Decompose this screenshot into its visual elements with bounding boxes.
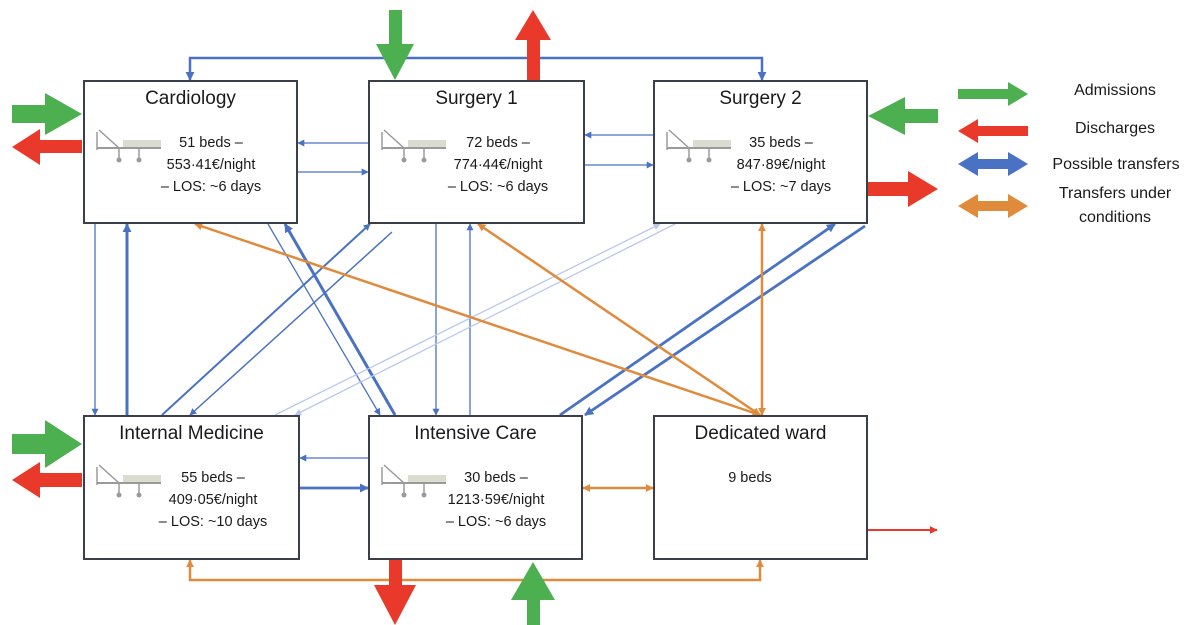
legend-discharges-label: Discharges — [1074, 120, 1156, 137]
legend-conditional-transfers-arrow — [958, 194, 1028, 218]
legend-conditional-transfers-label: Transfers under conditions — [1058, 185, 1172, 226]
legend-discharges-arrow — [958, 119, 1028, 143]
ward-cost: 1213·59€/night — [447, 492, 545, 508]
ward-cost: 774·44€/night — [453, 157, 543, 173]
ward-surgery-2: Surgery 2 35 beds – 847·89€/night – LOS:… — [653, 80, 868, 224]
ward-surgery-1: Surgery 1 72 beds – 774·44€/night – LOS:… — [368, 80, 585, 224]
admission-arrow-cardiology — [12, 93, 82, 135]
transfer-cardiology-to-icu — [267, 223, 381, 416]
ward-dedicated-info: 9 beds — [675, 467, 825, 489]
ward-cardiology-info: 51 beds – 553·41€/night – LOS: ~6 days — [136, 132, 286, 198]
ward-cost: 847·89€/night — [736, 157, 826, 173]
ward-los: – LOS: ~6 days — [160, 179, 262, 195]
conditional-transfer-internal-dedicated — [186, 559, 764, 582]
ward-cardiology-title: Cardiology — [145, 88, 236, 109]
discharge-arrow-cardiology — [12, 129, 82, 165]
discharge-arrow-surgery2 — [868, 171, 938, 207]
discharge-arrow-internal-medicine — [12, 462, 82, 498]
ward-intensive-care-info: 30 beds – 1213·59€/night – LOS: ~6 days — [421, 467, 571, 533]
ward-surgery-2-info: 35 beds – 847·89€/night – LOS: ~7 days — [706, 132, 856, 198]
admission-arrow-surgery1 — [376, 10, 414, 80]
transfer-surgery2-to-icu — [584, 224, 866, 417]
discharge-arrow-intensive-care — [374, 560, 416, 625]
ward-cost: 409·05€/night — [168, 492, 258, 508]
admission-arrow-internal-medicine — [12, 420, 82, 468]
admission-arrow-intensive-care — [511, 562, 555, 625]
ward-beds: 9 beds — [728, 470, 772, 486]
ward-beds: 55 beds – — [181, 470, 245, 486]
ward-internal-medicine: Internal Medicine 55 beds – 409·05€/nigh… — [83, 415, 300, 560]
legend-possible-transfers-arrow — [958, 152, 1028, 176]
ward-surgery-2-title: Surgery 2 — [719, 88, 802, 109]
ward-internal-medicine-title: Internal Medicine — [119, 423, 264, 444]
ward-intensive-care-title: Intensive Care — [414, 423, 537, 444]
ward-cost: 553·41€/night — [166, 157, 256, 173]
ward-los: – LOS: ~10 days — [158, 514, 268, 530]
hospital-bed-icon — [96, 464, 161, 498]
hospital-bed-icon — [666, 129, 731, 163]
ward-los: – LOS: ~7 days — [730, 179, 832, 195]
legend-possible-transfers-label: Possible transfers — [1052, 156, 1180, 173]
hospital-bed-icon — [381, 464, 446, 498]
conditional-transfer-cardiology-dedicated — [194, 222, 761, 417]
ward-beds: 51 beds – — [179, 135, 243, 151]
ward-los: – LOS: ~6 days — [445, 514, 547, 530]
ward-los: – LOS: ~6 days — [447, 179, 549, 195]
ward-intensive-care: Intensive Care 30 beds – 1213·59€/night … — [368, 415, 583, 560]
ward-beds: 35 beds – — [749, 135, 813, 151]
discharge-arrow-surgery1 — [515, 10, 551, 80]
ward-dedicated-title: Dedicated ward — [694, 423, 827, 444]
legend-admissions-label: Admissions — [1074, 82, 1156, 99]
admission-arrow-surgery2 — [868, 97, 938, 135]
ward-cardiology: Cardiology 51 beds – 553·41€/night – LOS… — [83, 80, 298, 224]
ward-internal-medicine-info: 55 beds – 409·05€/night – LOS: ~10 days — [138, 467, 288, 533]
ward-surgery-1-info: 72 beds – 774·44€/night – LOS: ~6 days — [423, 132, 573, 198]
conditional-transfer-surgery1-dedicated — [477, 222, 761, 417]
ward-surgery-1-title: Surgery 1 — [435, 88, 518, 109]
legend-admissions-arrow — [958, 82, 1028, 106]
ward-dedicated: Dedicated ward 9 beds — [653, 415, 868, 560]
hospital-bed-icon — [96, 129, 161, 163]
ward-beds: 72 beds – — [466, 135, 530, 151]
transfer-cardiology-surgery2 — [185, 56, 767, 81]
transfer-surgery1-to-internal — [189, 231, 393, 416]
ward-beds: 30 beds – — [464, 470, 528, 486]
hospital-bed-icon — [381, 129, 446, 163]
